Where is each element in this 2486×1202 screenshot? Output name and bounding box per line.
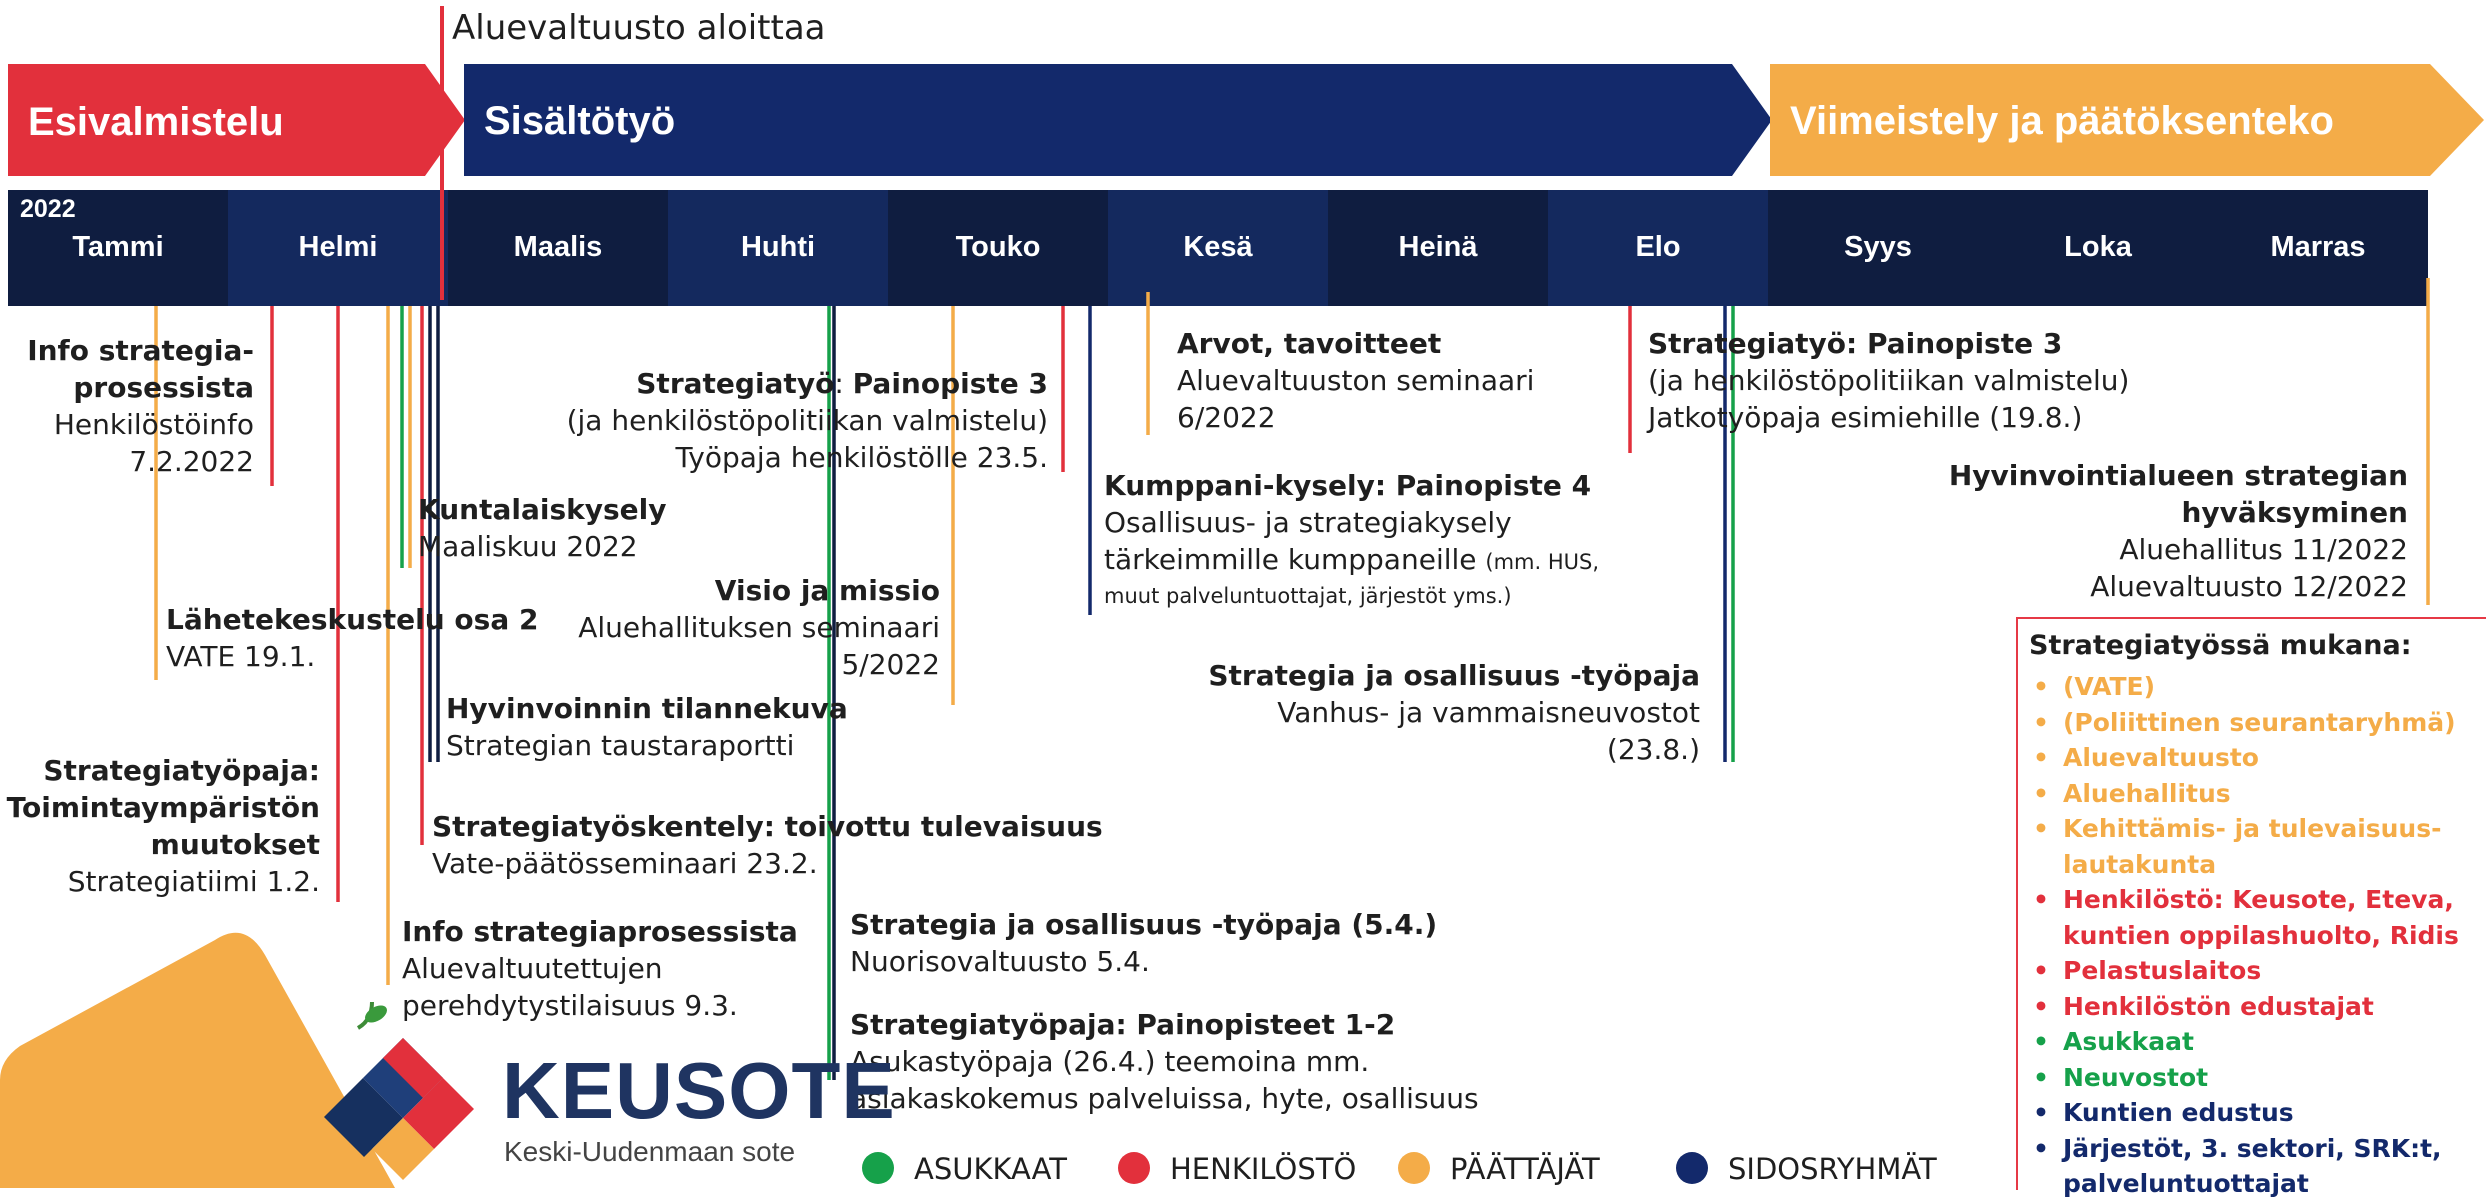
- month-maalis: Maalis: [513, 231, 603, 263]
- legend-dot-stakeholders: [1676, 1152, 1708, 1184]
- month-loka: Loka: [2064, 231, 2132, 263]
- phase-label-content: Sisältötyö: [484, 99, 676, 143]
- phase-arrow-content: [464, 64, 1772, 176]
- participant-item: Neuvostot: [2029, 1060, 2459, 1096]
- keusote-logo-mark: [324, 1001, 474, 1180]
- event-values: Arvot, tavoitteet Aluevaltuuston seminaa…: [1177, 327, 1535, 434]
- month-helmi: Helmi: [298, 231, 378, 263]
- participant-item: (VATE): [2029, 669, 2459, 705]
- phase-label-prep: Esivalmistelu: [28, 100, 284, 144]
- month-elo: Elo: [1635, 231, 1681, 263]
- phase-label-final: Viimeistely ja päätöksenteko: [1790, 99, 2334, 143]
- legend-staff: HENKILÖSTÖ: [1170, 1152, 1357, 1186]
- month-heina: Heinä: [1398, 231, 1478, 263]
- event-vision: Visio ja missio Aluehallituksen seminaar…: [578, 574, 940, 681]
- month-touko: Touko: [955, 231, 1041, 263]
- milestone-line: [440, 6, 444, 300]
- milestone-label: Aluevaltuusto aloittaa: [452, 8, 826, 48]
- event-info-councillors: Info strategiaprosessista Aluevaltuutett…: [402, 915, 798, 1022]
- participant-item: Järjestöt, 3. sektori, SRK:t,: [2029, 1131, 2459, 1167]
- legend-decision-makers: PÄÄTTÄJÄT: [1450, 1152, 1600, 1186]
- event-future: Strategiatyöskentely: toivottu tulevaisu…: [432, 810, 1103, 880]
- event-focus3-may: Strategiatyö: Painopiste 3 (ja henkilöst…: [566, 367, 1048, 474]
- event-municipal-survey: Kuntalaiskysely Maaliskuu 2022: [418, 493, 667, 563]
- participant-item: palveluntuottajat: [2063, 1169, 2309, 1198]
- phase-arrow-prep: [8, 64, 465, 176]
- event-referral: Lähetekeskustelu osa 2 VATE 19.1.: [166, 603, 539, 673]
- event-workshop-env: Strategiatyöpaja: Toimintaympäristön muu…: [6, 754, 320, 898]
- legend-residents: ASUKKAAT: [914, 1152, 1067, 1186]
- participant-item: Henkilöstön edustajat: [2029, 989, 2459, 1025]
- legend-dot-staff: [1118, 1152, 1150, 1184]
- participant-item: lautakunta: [2063, 849, 2217, 879]
- participant-item: kuntien oppilashuolto, Ridis: [2063, 920, 2459, 950]
- month-huhti: Huhti: [740, 231, 816, 263]
- event-youth: Strategia ja osallisuus -työpaja (5.4.) …: [850, 908, 1438, 978]
- phase-arrows: [8, 64, 2484, 176]
- participant-item: Kuntien edustus: [2029, 1095, 2459, 1131]
- event-wellbeing: Hyvinvoinnin tilannekuva Strategian taus…: [446, 692, 848, 762]
- phase-arrow-final: [1770, 64, 2484, 176]
- legend-dot-residents: [862, 1152, 894, 1184]
- participants-list: (VATE)(Poliittinen seurantaryhmä)Alueval…: [2029, 669, 2459, 1202]
- year-label: 2022: [20, 195, 76, 223]
- participants-title: Strategiatyössä mukana:: [2029, 630, 2412, 661]
- participants-box: Strategiatyössä mukana: (VATE)(Poliittin…: [2016, 617, 2486, 1198]
- participant-item: Asukkaat: [2029, 1024, 2459, 1060]
- participant-item: Kehittämis- ja tulevaisuus-: [2029, 811, 2459, 847]
- event-focus3-aug: Strategiatyö: Painopiste 3 (ja henkilöst…: [1648, 327, 2130, 434]
- logo-subtitle: Keski-Uudenmaan sote: [504, 1136, 796, 1167]
- month-tammi: Tammi: [72, 231, 164, 263]
- event-info-staff: Info strategia- prosessista Henkilöstöin…: [27, 334, 254, 478]
- month-band: [8, 190, 2428, 306]
- event-approval: Hyvinvointialueen strategian hyväksymine…: [1948, 459, 2408, 603]
- participant-item: (Poliittinen seurantaryhmä): [2029, 705, 2459, 741]
- logo-name: KEUSOTE: [502, 1046, 896, 1135]
- participant-item: Aluevaltuusto: [2029, 740, 2459, 776]
- event-elderly: Strategia ja osallisuus -työpaja Vanhus-…: [1208, 659, 1700, 766]
- participant-item: Henkilöstö: Keusote, Eteva,: [2029, 882, 2459, 918]
- participant-item: Pelastuslaitos: [2029, 953, 2459, 989]
- month-marras: Marras: [2270, 231, 2366, 263]
- participant-item: Aluehallitus: [2029, 776, 2459, 812]
- legend-stakeholders: SIDOSRYHMÄT: [1728, 1152, 1937, 1186]
- month-kesa: Kesä: [1183, 231, 1253, 263]
- legend-dot-decision-makers: [1398, 1152, 1430, 1184]
- event-partner: Kumppani-kysely: Painopiste 4 Osallisuus…: [1104, 469, 1600, 608]
- event-focus12: Strategiatyöpaja: Painopisteet 1-2 Asuka…: [850, 1008, 1479, 1115]
- month-syys: Syys: [1844, 231, 1912, 263]
